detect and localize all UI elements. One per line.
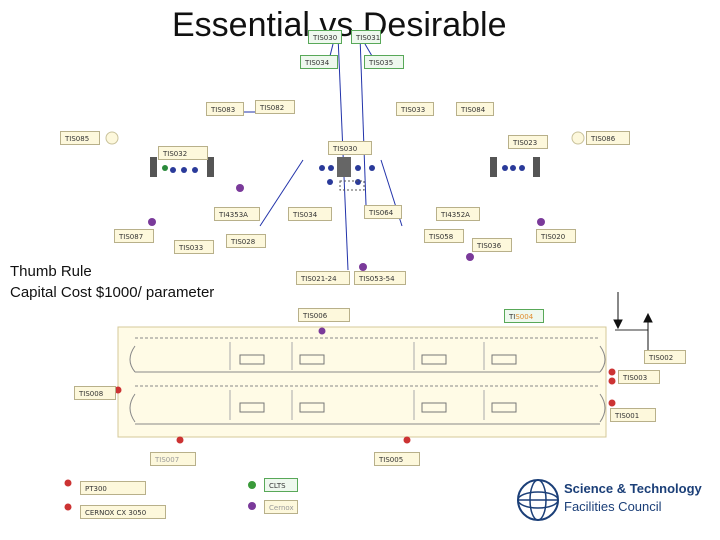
tag-tis032: TIS032	[158, 146, 208, 160]
tag-tis028: TIS028	[226, 234, 266, 248]
tag-tis004-prefix: TI	[509, 313, 516, 321]
left-block	[150, 157, 157, 177]
tag-tis002-right: TIS002	[644, 350, 686, 364]
tag-tis020: TIS020	[536, 229, 576, 243]
tag-tis036: TIS036	[472, 238, 512, 252]
thumb-rule-line1: Thumb Rule	[10, 263, 92, 280]
right-cluster	[490, 131, 585, 177]
sensor-dot	[181, 167, 187, 173]
legend-cernox: Cernox	[264, 500, 298, 514]
magnet-dots	[114, 327, 616, 444]
tag-tis004-suffix: S004	[515, 313, 534, 321]
tag-tis003-right: TIS003	[618, 370, 660, 384]
center-cluster	[319, 157, 375, 191]
tag-tis087: TIS087	[114, 229, 154, 243]
tag-tis053-54: TIS053-54	[354, 271, 406, 285]
sensor-dot	[519, 165, 525, 171]
tag-tis004: TIS004	[504, 309, 544, 323]
tag-tis030-mid: TIS030	[328, 141, 372, 155]
tag-tis021-24: TIS021-24	[296, 271, 350, 285]
sensor-dot	[502, 165, 508, 171]
magnet-string	[117, 326, 648, 438]
sensor-dot	[319, 165, 325, 171]
left-cluster	[105, 131, 214, 177]
tag-tis064: TIS064	[364, 205, 402, 219]
sensor-dot	[327, 179, 333, 185]
right-block	[490, 157, 497, 177]
tag-tis006: TIS006	[298, 308, 350, 322]
stfc-globe-icon	[517, 479, 559, 521]
stfc-logo-line2: Facilities Council	[564, 499, 662, 514]
left-block-right	[207, 157, 214, 177]
tag-tis007: TIS007	[150, 452, 196, 466]
sensor-dot	[355, 165, 361, 171]
legend-pt300: PT300	[80, 481, 146, 495]
sensor-dot	[355, 179, 361, 185]
tag-tis023: TIS023	[508, 135, 548, 149]
tag-ti4353a: TI4353A	[214, 207, 260, 221]
tag-tis034-mid: TIS034	[288, 207, 332, 221]
tag-tis001-right: TIS001	[610, 408, 656, 422]
sensor-dot	[170, 167, 176, 173]
tag-tis086: TIS086	[586, 131, 630, 145]
tag-tis033-low: TIS033	[174, 240, 214, 254]
tag-tis033-top: TIS033	[396, 102, 434, 116]
tag-tis084: TIS084	[456, 102, 494, 116]
tag-tis035: TIS035	[364, 55, 404, 69]
legend-cernox-cx3050: CERNOX CX 3050	[80, 505, 166, 519]
sensor-dot	[192, 167, 198, 173]
stfc-logo: Science & Technology Facilities Council	[514, 476, 714, 526]
tag-tis082: TIS082	[255, 100, 295, 114]
tag-tis058: TIS058	[424, 229, 464, 243]
tag-tis008-left: TIS008	[74, 386, 116, 400]
legend-dots	[64, 479, 256, 511]
sensor-dot-large	[571, 131, 585, 145]
sensor-dot-large	[105, 131, 119, 145]
cryostat-outline	[117, 326, 607, 438]
right-block-right	[533, 157, 540, 177]
tag-tis034-top: TIS034	[300, 55, 338, 69]
sensor-dot	[162, 165, 168, 171]
sensor-dot	[328, 165, 334, 171]
sensor-dot	[510, 165, 516, 171]
tag-tis030: TIS030	[308, 30, 342, 44]
sensor-dot	[369, 165, 375, 171]
tag-tis005: TIS005	[374, 452, 420, 466]
center-dashed-box	[339, 180, 365, 191]
stfc-logo-line1: Science & Technology	[564, 481, 702, 496]
tag-tis031: TIS031	[351, 30, 381, 44]
tag-tis085: TIS085	[60, 131, 100, 145]
thumb-rule-line2: Capital Cost $1000/ parameter	[10, 284, 215, 301]
tag-tis083: TIS083	[206, 102, 244, 116]
tag-ti4352a: TI4352A	[436, 207, 480, 221]
center-block	[337, 157, 351, 177]
stfc-logo-text: Science & Technology Facilities Council	[564, 480, 702, 516]
legend-clts: CLTS	[264, 478, 298, 492]
